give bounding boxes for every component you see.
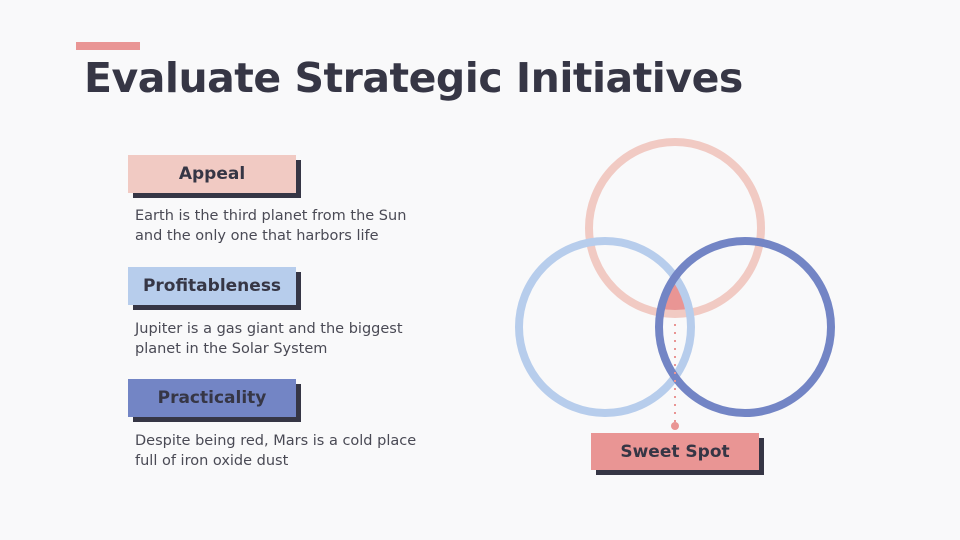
appeal-description: Earth is the third planet from the Sun a… [135, 208, 407, 244]
page-title: Evaluate Strategic Initiatives [84, 54, 743, 102]
sweet-spot-dot [671, 422, 679, 430]
appeal-circle [585, 138, 765, 318]
practicality-description: Despite being red, Mars is a cold place … [135, 433, 417, 469]
practicality-circle [655, 237, 835, 417]
profitableness-description: Jupiter is a gas giant and the biggest p… [135, 321, 403, 357]
profitableness-label: Profitableness [128, 267, 296, 305]
profitableness-circle [515, 237, 695, 417]
sweet-spot-label: Sweet Spot [591, 433, 759, 470]
title-accent-bar [76, 42, 140, 50]
practicality-label: Practicality [128, 379, 296, 417]
appeal-label: Appeal [128, 155, 296, 193]
